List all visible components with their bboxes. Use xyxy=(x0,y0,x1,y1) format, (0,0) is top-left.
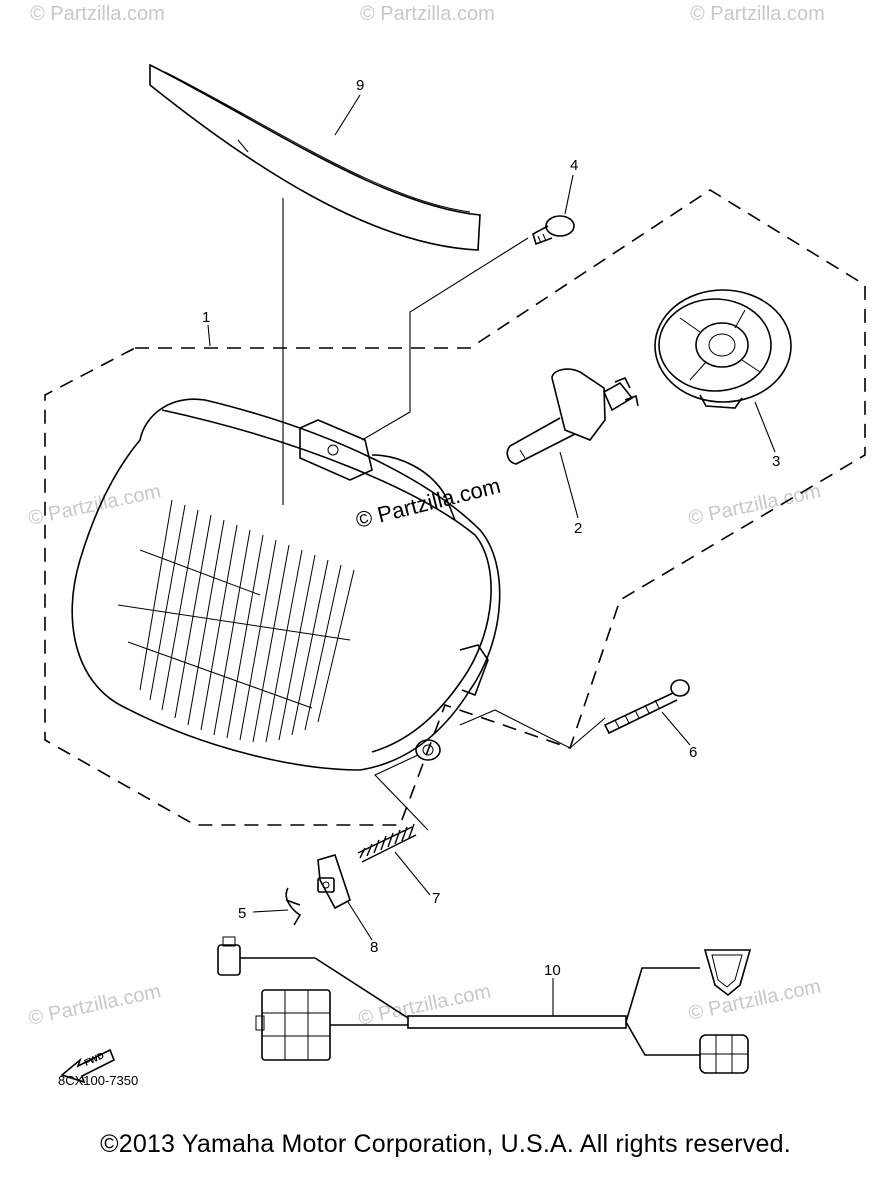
leader-6 xyxy=(661,711,691,746)
part-4-screw xyxy=(532,215,575,246)
leader-4 xyxy=(564,174,574,215)
watermark-bottom-left: © Partzilla.com xyxy=(26,980,162,1030)
callout-1: 1 xyxy=(202,309,210,326)
leader-4-to-housing xyxy=(361,237,529,441)
part-1-headlight-assembly xyxy=(71,398,501,771)
part-3-bulb-cover xyxy=(654,289,792,409)
watermark-mid-left: © Partzilla.com xyxy=(26,480,162,530)
leader-9 xyxy=(334,94,361,136)
leader-3 xyxy=(754,401,776,453)
watermark-top-center: © Partzilla.com xyxy=(360,3,495,25)
part-8-nut-clip xyxy=(317,854,351,910)
callout-6: 6 xyxy=(689,744,697,761)
leader-8 xyxy=(347,901,373,941)
watermark-bottom-right: © Partzilla.com xyxy=(686,975,822,1025)
watermark-bottom-center: © Partzilla.com xyxy=(356,980,492,1030)
copyright-notice: ©2013 Yamaha Motor Corporation, U.S.A. A… xyxy=(100,1130,791,1158)
leader-2 xyxy=(559,451,579,519)
leader-7 xyxy=(394,851,431,896)
lens-flutes xyxy=(117,499,355,743)
callout-3: 3 xyxy=(772,453,780,470)
leader-6-to-housing xyxy=(459,709,606,749)
watermark-mid-right: © Partzilla.com xyxy=(686,480,822,530)
drawing-id: 8CX100-7350 xyxy=(58,1073,139,1088)
part-7-spring xyxy=(357,823,417,863)
leader-7-to-housing xyxy=(374,754,429,831)
watermark-top-left: © Partzilla.com xyxy=(30,3,165,25)
watermark-center: © Partzilla.com xyxy=(353,473,503,533)
callout-4: 4 xyxy=(570,157,578,174)
callout-5: 5 xyxy=(238,905,246,922)
part-10-wire-harness xyxy=(217,936,752,1074)
leader-1 xyxy=(207,324,211,347)
callout-8: 8 xyxy=(370,939,378,956)
part-2-bulb xyxy=(506,368,639,465)
watermarks: © Partzilla.com © Partzilla.com © Partzi… xyxy=(26,3,824,1030)
callout-2: 2 xyxy=(574,520,582,537)
part-5-clip xyxy=(285,887,302,926)
leader-5 xyxy=(252,909,289,913)
part-6-screw xyxy=(603,679,690,735)
callout-7: 7 xyxy=(432,890,440,907)
leader-lines xyxy=(207,94,776,1016)
callout-9: 9 xyxy=(356,77,364,94)
callouts: 9 4 1 3 2 6 7 5 8 10 xyxy=(202,77,780,979)
callout-10: 10 xyxy=(544,962,561,979)
part-9-visor xyxy=(149,63,481,251)
watermark-top-right: © Partzilla.com xyxy=(690,3,825,25)
